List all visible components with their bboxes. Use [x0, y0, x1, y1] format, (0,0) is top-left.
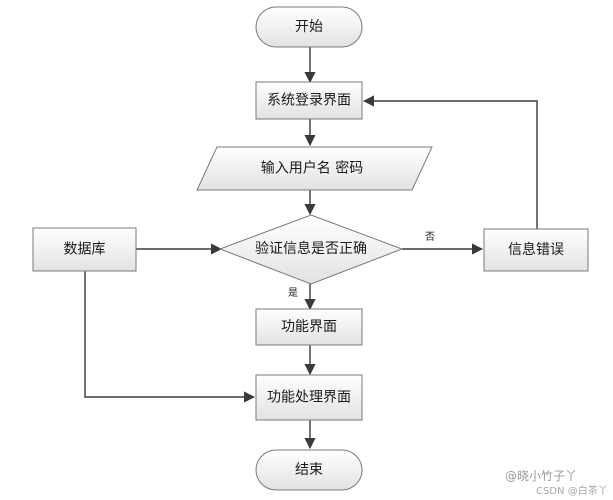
node-end: 结束 — [255, 449, 363, 491]
node-start-label: 开始 — [295, 19, 323, 35]
node-error-label: 信息错误 — [508, 241, 564, 258]
node-verify-label: 验证信息是否正确 — [255, 240, 367, 257]
edge-database-to-process — [84, 271, 256, 403]
connectors — [84, 47, 538, 450]
node-database: 数据库 — [32, 227, 137, 272]
watermark-brand: @晓小竹子丫 — [505, 469, 577, 483]
edge-label-yes: 是 — [288, 287, 298, 299]
node-login-page: 系统登录界面 — [255, 81, 363, 120]
node-function-process-label: 功能处理界面 — [267, 390, 351, 406]
node-function-process: 功能处理界面 — [255, 374, 363, 421]
node-function-page-label: 功能界面 — [281, 319, 337, 335]
node-start: 开始 — [255, 6, 363, 48]
node-login-page-label: 系统登录界面 — [267, 93, 351, 109]
edge-label-no: 否 — [425, 231, 435, 243]
node-error: 信息错误 — [483, 228, 589, 272]
watermark-source: CSDN @白茶丫 — [536, 484, 608, 497]
edge-error-to-login — [362, 95, 538, 229]
node-verify-decision: 验证信息是否正确 — [218, 214, 404, 285]
watermark: @晓小竹子丫 CSDN @白茶丫 — [505, 469, 608, 497]
node-end-label: 结束 — [295, 462, 323, 478]
node-input-credentials: 输入用户名 密码 — [196, 146, 433, 191]
node-function-page: 功能界面 — [255, 308, 363, 346]
node-database-label: 数据库 — [64, 242, 106, 258]
node-input-credentials-label: 输入用户名 密码 — [261, 160, 363, 177]
